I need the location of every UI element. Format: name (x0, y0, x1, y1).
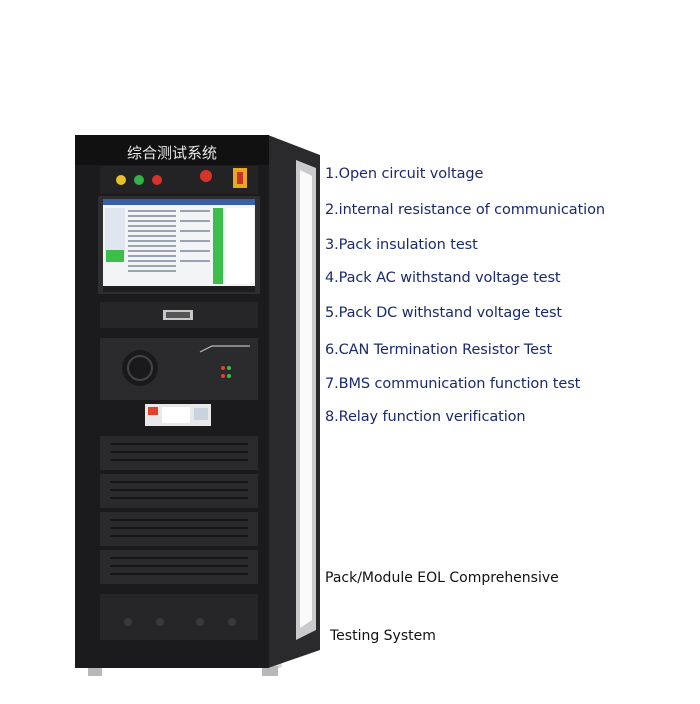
feature-item-1: 1.Open circuit voltage (325, 166, 484, 182)
feature-item-3: 3.Pack insulation test (325, 237, 478, 253)
cabinet-header-title: 综合测试系统 (127, 144, 217, 162)
caption-line-1: Pack/Module EOL Comprehensive (325, 570, 559, 586)
feature-item-8: 8.Relay function verification (325, 409, 526, 425)
feature-item-2: 2.internal resistance of communication (325, 202, 605, 218)
feature-item-4: 4.Pack AC withstand voltage test (325, 270, 561, 286)
red-button-icon (152, 175, 162, 185)
bottom-panel (100, 594, 258, 640)
feature-item-6: 6.CAN Termination Resistor Test (325, 342, 553, 358)
yellow-button-icon (116, 175, 126, 185)
emergency-stop-icon (200, 170, 212, 182)
caption-line-2: Testing System (330, 628, 436, 644)
feature-item-7: 7.BMS communication function test (325, 376, 581, 392)
green-button-icon (134, 175, 144, 185)
feature-item-5: 5.Pack DC withstand voltage test (325, 305, 563, 321)
